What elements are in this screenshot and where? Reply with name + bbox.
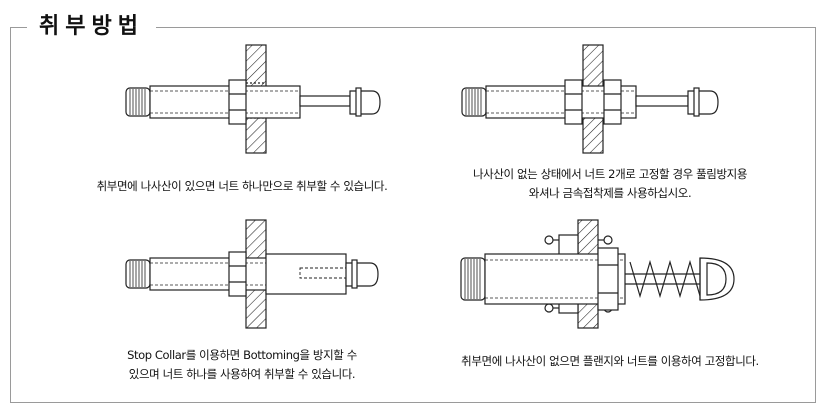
caption-line: 나사산이 없는 상태에서 너트 2개로 고정할 경우 풀림방지용 bbox=[472, 167, 748, 181]
section-title: 취부방법 bbox=[27, 12, 156, 42]
caption-stop-collar-mount: Stop Collar를 이용하면 Bottoming을 방지할 수 있으며 너… bbox=[72, 346, 412, 384]
caption-flange-mount: 취부면에 나사산이 없으면 플랜지와 너트를 이용하여 고정합니다. bbox=[430, 352, 790, 371]
caption-line: 와셔나 금속접착제를 사용하십시오. bbox=[528, 186, 692, 200]
caption-threaded-mount: 취부면에 나사산이 있으면 너트 하나만으로 취부할 수 있습니다. bbox=[72, 177, 412, 196]
caption-line: Stop Collar를 이용하면 Bottoming을 방지할 수 bbox=[127, 348, 357, 362]
caption-line: 취부면에 나사산이 있으면 너트 하나만으로 취부할 수 있습니다. bbox=[96, 179, 388, 193]
caption-two-nut-mount: 나사산이 없는 상태에서 너트 2개로 고정할 경우 풀림방지용 와셔나 금속접… bbox=[440, 165, 780, 203]
caption-line: 취부면에 나사산이 없으면 플랜지와 너트를 이용하여 고정합니다. bbox=[461, 354, 759, 368]
section-frame bbox=[10, 27, 816, 403]
caption-line: 있으며 너트 하나를 사용하여 취부할 수 있습니다. bbox=[128, 367, 356, 381]
